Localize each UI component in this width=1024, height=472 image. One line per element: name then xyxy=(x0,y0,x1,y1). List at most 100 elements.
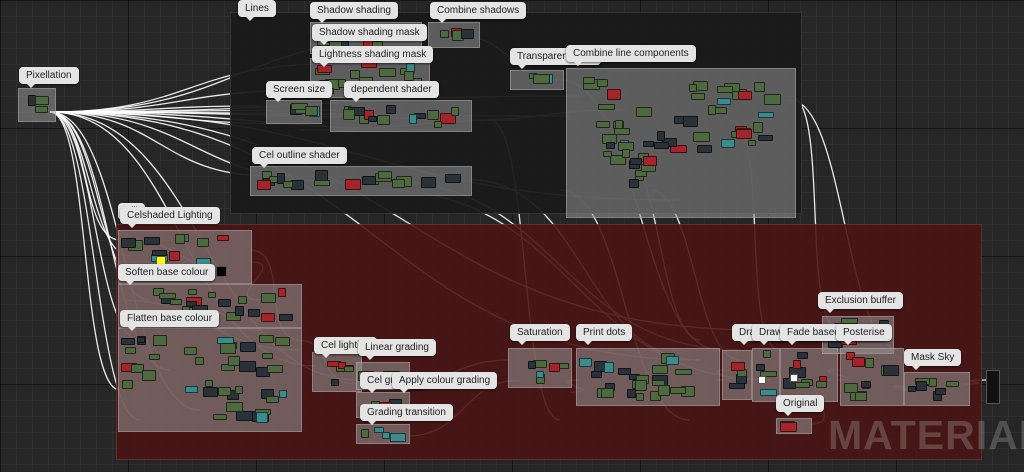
material-node[interactable] xyxy=(227,355,240,366)
comment-title-soften-base-colour[interactable]: Soften base colour xyxy=(118,264,216,285)
material-node[interactable] xyxy=(256,411,269,423)
material-node[interactable] xyxy=(220,343,237,355)
material-node[interactable] xyxy=(621,148,630,158)
comment-title-flatten-base-colour[interactable]: Flatten base colour xyxy=(120,310,220,331)
material-node[interactable] xyxy=(760,370,778,377)
comment-title-original[interactable]: Original xyxy=(776,395,825,416)
material-node[interactable] xyxy=(792,359,801,369)
material-node[interactable] xyxy=(391,178,405,188)
material-node[interactable] xyxy=(598,104,616,111)
material-node[interactable] xyxy=(148,354,160,361)
material-node[interactable] xyxy=(174,234,185,245)
material-node[interactable] xyxy=(549,363,561,373)
comment-title-combine-line-components[interactable]: Combine line components xyxy=(566,45,696,66)
material-node[interactable] xyxy=(934,387,946,395)
material-node[interactable] xyxy=(304,105,318,116)
material-node[interactable] xyxy=(757,112,774,119)
material-node[interactable] xyxy=(282,181,293,189)
material-node[interactable] xyxy=(343,366,354,373)
material-node[interactable] xyxy=(882,364,899,376)
material-node[interactable] xyxy=(262,352,274,359)
comment-title-shadow-shading-mask[interactable]: Shadow shading mask xyxy=(312,24,427,45)
material-node[interactable] xyxy=(851,356,865,367)
material-node[interactable] xyxy=(583,77,596,85)
material-node[interactable] xyxy=(642,141,654,148)
material-node[interactable] xyxy=(420,177,436,189)
material-node[interactable] xyxy=(390,432,407,442)
material-node[interactable] xyxy=(642,155,657,166)
material-node[interactable] xyxy=(780,421,798,432)
comment-title-lines[interactable]: Lines xyxy=(238,0,276,21)
material-node[interactable] xyxy=(183,347,197,356)
material-node[interactable] xyxy=(279,389,288,398)
material-node[interactable] xyxy=(434,120,443,128)
material-node[interactable] xyxy=(916,381,928,392)
material-node[interactable] xyxy=(461,29,474,40)
material-node[interactable] xyxy=(203,386,218,397)
material-node[interactable] xyxy=(313,179,330,186)
material-node[interactable] xyxy=(439,112,456,124)
material-node[interactable] xyxy=(261,312,276,322)
material-node[interactable] xyxy=(861,381,872,389)
material-node[interactable] xyxy=(696,145,712,154)
comment-title-print-dots[interactable]: Print dots xyxy=(576,324,633,345)
comment-title-saturation[interactable]: Saturation xyxy=(510,324,570,345)
material-node[interactable] xyxy=(121,238,137,249)
material-node[interactable] xyxy=(276,172,285,184)
material-node[interactable] xyxy=(361,175,376,185)
material-node[interactable] xyxy=(657,131,666,142)
material-node[interactable] xyxy=(143,236,160,245)
material-node[interactable] xyxy=(275,337,291,347)
material-node[interactable] xyxy=(152,288,164,297)
material-node[interactable] xyxy=(717,85,734,93)
material-node[interactable] xyxy=(265,395,279,403)
material-node[interactable] xyxy=(236,410,254,421)
material-node[interactable] xyxy=(196,237,209,247)
material-node[interactable] xyxy=(259,335,275,344)
material-node[interactable] xyxy=(737,91,752,101)
material-node[interactable] xyxy=(854,392,867,401)
material-node[interactable] xyxy=(653,142,669,150)
material-node[interactable] xyxy=(797,351,809,359)
comment-title-pixellation[interactable]: Pixellation xyxy=(19,67,79,88)
material-node[interactable] xyxy=(238,295,248,304)
material-node[interactable] xyxy=(693,131,711,142)
material-node[interactable] xyxy=(225,402,243,413)
material-node[interactable] xyxy=(141,370,156,382)
material-node[interactable] xyxy=(747,140,756,147)
material-node[interactable] xyxy=(290,179,304,190)
material-node[interactable] xyxy=(635,380,648,392)
material-node[interactable] xyxy=(635,392,644,401)
material-node[interactable] xyxy=(349,69,360,79)
material-node[interactable] xyxy=(195,357,205,366)
material-node[interactable] xyxy=(670,387,687,395)
material-node[interactable] xyxy=(595,120,610,128)
material-node[interactable] xyxy=(536,370,545,378)
material-node[interactable] xyxy=(331,378,340,386)
material-node[interactable] xyxy=(277,288,286,298)
material-node[interactable] xyxy=(152,250,168,257)
material-node[interactable] xyxy=(579,357,593,367)
material-node[interactable] xyxy=(683,115,699,127)
material-node[interactable] xyxy=(844,383,859,394)
material-node[interactable] xyxy=(707,105,716,116)
material-node[interactable] xyxy=(607,89,622,101)
material-node[interactable] xyxy=(602,151,612,158)
material-node[interactable] xyxy=(717,98,732,106)
material-node[interactable] xyxy=(731,361,746,371)
material-node[interactable] xyxy=(864,358,874,369)
material-node[interactable] xyxy=(736,128,753,139)
material-node[interactable] xyxy=(528,361,537,370)
comment-title-celshaded-lighting[interactable]: Celshaded Lighting xyxy=(120,207,220,228)
material-node[interactable] xyxy=(636,107,653,118)
material-node[interactable] xyxy=(618,367,632,375)
comment-title-exclusion-buffer[interactable]: Exclusion buffer xyxy=(818,292,903,313)
material-node[interactable] xyxy=(945,380,959,387)
material-node[interactable] xyxy=(666,355,680,365)
comment-title-linear-grading[interactable]: Linear grading xyxy=(358,339,436,360)
material-node[interactable] xyxy=(217,299,231,308)
material-node[interactable] xyxy=(650,391,662,402)
material-node[interactable] xyxy=(690,92,705,100)
material-node[interactable] xyxy=(378,68,396,78)
